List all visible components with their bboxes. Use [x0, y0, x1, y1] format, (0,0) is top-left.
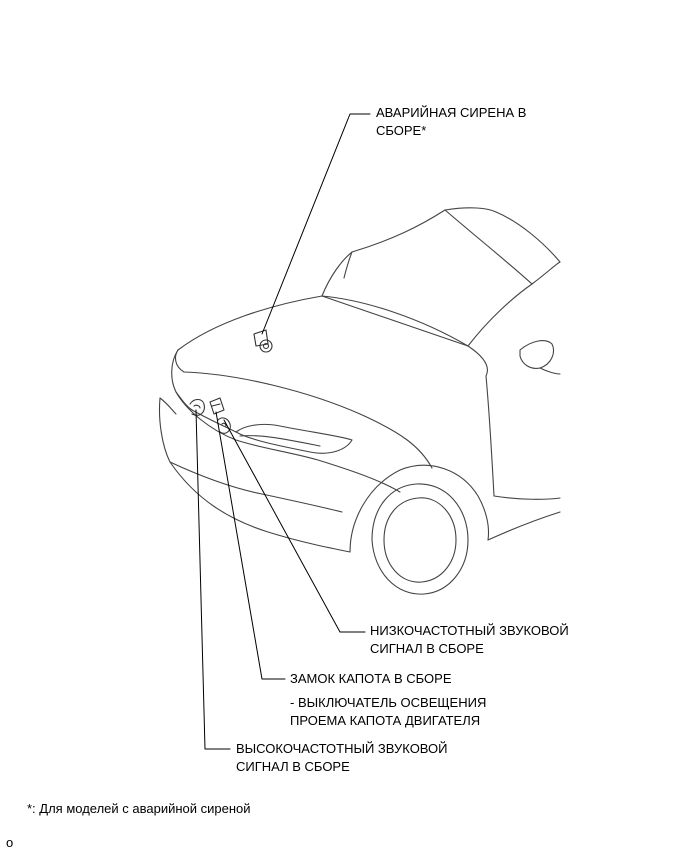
leader-lines — [195, 113, 371, 750]
high-horn-label: ВЫСОКОЧАСТОТНЫЙ ЗВУКОВОЙ СИГНАЛ В СБОРЕ — [236, 741, 448, 774]
hood-switch-label: - ВЫКЛЮЧАТЕЛЬ ОСВЕЩЕНИЯ ПРОЕМА КАПОТА ДВ… — [290, 695, 487, 728]
footnote: *: Для моделей с аварийной сиреной — [27, 801, 251, 816]
low-horn-label: НИЗКОЧАСТОТНЫЙ ЗВУКОВОЙ СИГНАЛ В СБОРЕ — [370, 623, 569, 656]
hood-lock-icon — [209, 397, 225, 415]
low-horn-icon — [217, 417, 231, 434]
emergency-siren-label: АВАРИЙНАЯ СИРЕНА В СБОРЕ* — [376, 105, 527, 138]
high-horn-icon — [189, 398, 205, 416]
hood-lock-label: ЗАМОК КАПОТА В СБОРЕ — [290, 671, 452, 686]
figure-code: o — [6, 835, 14, 850]
emergency-siren-icon — [253, 329, 273, 353]
vehicle-outline — [158, 207, 561, 595]
